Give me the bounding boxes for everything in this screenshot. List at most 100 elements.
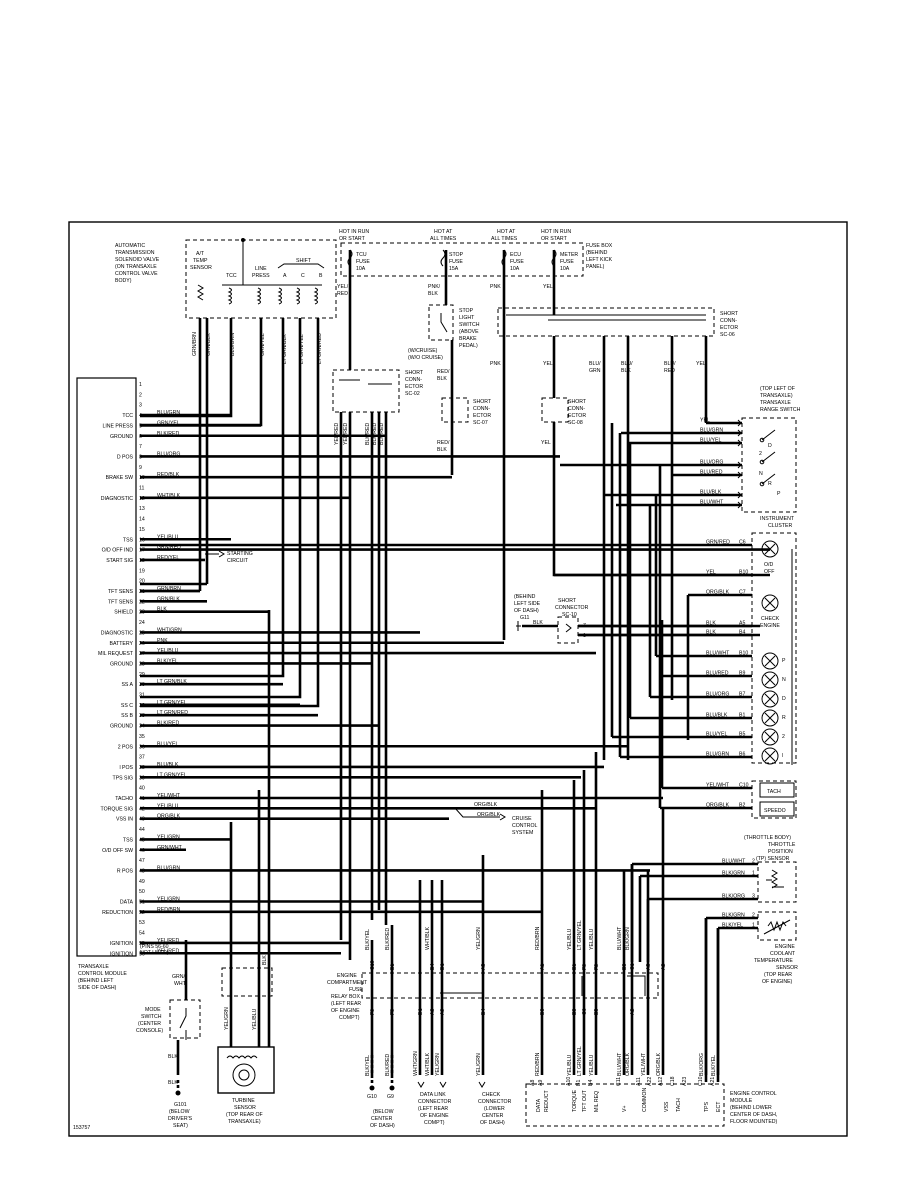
svg-text:TRANSMISSION: TRANSMISSION <box>115 250 155 256</box>
range-wire-color: BLU/ORG <box>700 460 723 466</box>
range-switch-row: BLU/WHT <box>616 500 742 509</box>
tcm-pin-2: 2 <box>139 392 142 398</box>
svg-text:(BEHIND: (BEHIND <box>514 594 536 600</box>
svg-text:POSITION: POSITION <box>768 849 793 855</box>
tcm-pin-number: 37 <box>139 755 145 761</box>
range-switch-row: YEL <box>700 418 742 427</box>
relay-wire-top-color: BLK/RED <box>385 928 391 950</box>
relay-wire: YEL/GRN <box>476 855 485 1076</box>
relay-wire-top-color: LT GRN/YEL <box>577 920 583 950</box>
svg-text:HOT IN RUN: HOT IN RUN <box>541 229 571 235</box>
tcm-pin-wire-color: GRN/WHT <box>157 845 183 851</box>
tcm-pin-name: SHIELD <box>114 610 133 616</box>
cluster-wire-color: ORG/BLK <box>706 803 730 809</box>
relay-wire: ORG/BLK <box>656 808 665 1076</box>
ect-pin: 1 <box>752 923 755 929</box>
svg-text:SHORT: SHORT <box>720 311 739 317</box>
relay-wire-color: WHT/GRN <box>413 1051 419 1076</box>
relay-pin-bottom: E5 <box>594 1009 600 1015</box>
svg-text:BLK: BLK <box>428 291 438 297</box>
svg-text:10A: 10A <box>510 266 520 272</box>
relay-pin-top: F2 <box>594 964 600 970</box>
tach-gauge: TACH <box>767 789 781 795</box>
svg-text:OF DASH): OF DASH) <box>370 1123 395 1129</box>
relay-pin-top: C1 <box>630 963 636 970</box>
tcm-pin-name: IGNITION <box>110 941 133 947</box>
tcm-pin-wire-color: LT GRN/YEL <box>157 700 187 706</box>
range-switch-row: BLU/BLK <box>604 490 742 499</box>
svg-text:OFF: OFF <box>764 569 774 575</box>
relay-pin-top: A2 <box>661 964 667 970</box>
svg-text:RED/: RED/ <box>437 369 450 375</box>
tcm-pin-number: 54 <box>139 931 145 937</box>
figure-id: 153757 <box>73 1125 90 1131</box>
svg-text:2: 2 <box>782 734 785 740</box>
svg-text:2: 2 <box>759 451 762 457</box>
svg-text:YEL/: YEL/ <box>337 284 349 290</box>
svg-text:TRANSAXLE: TRANSAXLE <box>78 964 109 970</box>
svg-text:BLU/GRN: BLU/GRN <box>230 333 236 356</box>
cruise-control-system: ORG/BLK ORG/BLK CRUISE CONTROL SYSTEM <box>449 802 537 836</box>
ecm-pin-number: A10 <box>566 1077 572 1086</box>
svg-text:RANGE SWITCH: RANGE SWITCH <box>760 407 801 413</box>
svg-text:LEFT SIDE: LEFT SIDE <box>514 601 541 607</box>
tcm-pin-wire-color: GRN/BLK <box>157 596 180 602</box>
relay-pin-top: C10 <box>370 960 376 970</box>
ect-pin: 2 <box>752 913 755 919</box>
tcm-pin-number: 13 <box>139 506 145 512</box>
svg-text:BLK: BLK <box>437 447 447 453</box>
svg-text:(TP) SENSOR: (TP) SENSOR <box>756 856 790 862</box>
relay-wire: BLK/ORG <box>699 918 708 1076</box>
tcm-pin-number: 11 <box>139 486 144 492</box>
tcm-pin-number: 7 <box>139 444 142 450</box>
cluster-wire-color: YEL/WHT <box>706 783 730 789</box>
svg-text:CONN-: CONN- <box>720 318 737 324</box>
ecm-pin-number: A22 <box>647 1077 653 1086</box>
svg-text:SIDE OF DASH): SIDE OF DASH) <box>78 985 117 991</box>
tcm-pin-wire-color: YEL/GRN <box>157 897 180 903</box>
relay-wire: WHT/BLK <box>425 880 434 1076</box>
ecm-pin-number: C10 <box>698 1076 704 1086</box>
svg-text:(ON TRANSAXLE: (ON TRANSAXLE <box>115 264 157 270</box>
svg-text:SOLENOID VALVE: SOLENOID VALVE <box>115 257 160 263</box>
tcm-pin-name: SS C <box>121 703 133 709</box>
tcm-pin-wire-color: PNK <box>157 638 168 644</box>
svg-text:TRANSAXLE): TRANSAXLE) <box>760 393 793 399</box>
svg-text:CONN-: CONN- <box>473 406 490 412</box>
tcm-pin-wire-color: BLU/BLK <box>157 762 179 768</box>
ecm-pin-function: TORQUE <box>572 1089 578 1112</box>
relay-pin-bottom: D1 <box>418 1008 424 1015</box>
connector-chevron-icon <box>737 461 742 469</box>
tcm-pin-name: l POS <box>119 765 133 771</box>
svg-text:BRAKE: BRAKE <box>459 336 477 342</box>
relay-pin-bottom: C6 <box>582 1008 588 1015</box>
svg-text:TRANSAXLE): TRANSAXLE) <box>228 1119 261 1125</box>
svg-text:CONNECTOR: CONNECTOR <box>555 605 589 611</box>
svg-text:ENGINE CONTROL: ENGINE CONTROL <box>730 1091 777 1097</box>
svg-text:ENGINE: ENGINE <box>337 973 357 979</box>
relay-wire: BLK/RED <box>385 925 394 1076</box>
range-switch-contacts: 2 D N R P <box>759 429 781 497</box>
relay-wire: BLK/YEL <box>711 928 720 1076</box>
svg-text:WHT: WHT <box>174 981 187 987</box>
cluster-wire-color: BLU/RED <box>706 671 729 677</box>
tcm-pin-number: 31 <box>139 693 145 699</box>
svg-text:CHECK: CHECK <box>482 1092 501 1098</box>
tcm-pin-wire-color: WHT/BLK <box>157 493 181 499</box>
range-wire-color: BLU/GRN <box>700 428 723 434</box>
tcm-pin-wire-color: YEL/BLU <box>157 648 179 654</box>
svg-text:YEL/BLU: YEL/BLU <box>252 1008 258 1030</box>
